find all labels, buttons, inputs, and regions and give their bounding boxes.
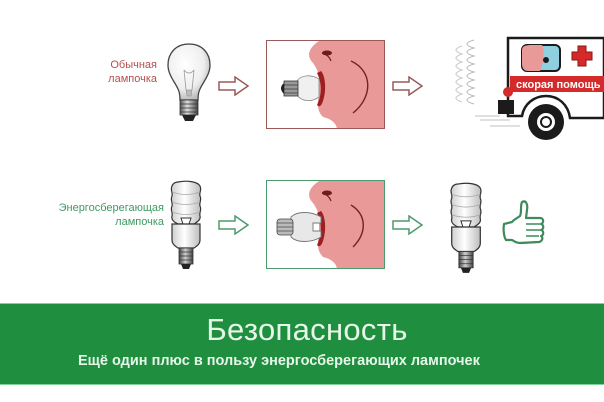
face-swallowing-incandescent-panel xyxy=(266,40,385,129)
thumbs-up-icon xyxy=(502,200,545,245)
banner-title: Безопасность xyxy=(206,312,408,347)
energy-saving-bulb-label-line2: лампочка xyxy=(115,216,164,228)
ambulance-icon: скорая помощь xyxy=(455,36,604,140)
energy-saving-bulb-label: Энергосберегающая лампочка xyxy=(30,201,164,229)
ordinary-bulb-label-line1: Обычная xyxy=(110,59,157,71)
incandescent-bulb-icon xyxy=(167,43,211,121)
face-illustration xyxy=(281,41,384,128)
arrow-right-icon xyxy=(392,76,424,96)
face-illustration xyxy=(276,181,384,268)
cfl-bulb-icon xyxy=(170,180,202,269)
arrow-right-icon xyxy=(218,215,250,235)
energy-saving-bulb-label-line1: Энергосберегающая xyxy=(58,202,164,214)
ordinary-bulb-label-line2: лампочка xyxy=(108,73,157,85)
arrow-right-icon xyxy=(218,76,250,96)
banner-subtitle: Ещё один плюс в пользу энергосберегающих… xyxy=(78,353,480,369)
ordinary-bulb-label: Обычная лампочка xyxy=(60,58,157,86)
bottom-banner: Безопасность Ещё один плюс в пользу энер… xyxy=(0,303,604,385)
ambulance-stripe-text: скорая помощь xyxy=(516,79,601,91)
arrow-right-icon xyxy=(392,215,424,235)
cfl-bulb-icon xyxy=(450,182,482,273)
face-with-cfl-panel xyxy=(266,180,385,269)
